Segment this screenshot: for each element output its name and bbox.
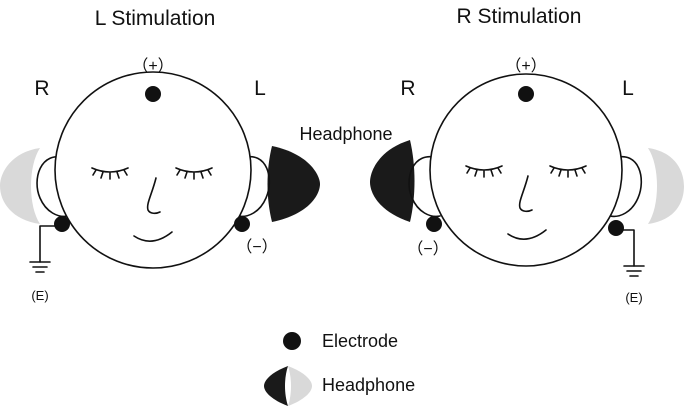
side-label-right: R bbox=[400, 77, 415, 100]
ear-right-icon bbox=[36, 155, 69, 218]
plus-label: （+） bbox=[132, 57, 173, 75]
ground-symbol-icon bbox=[29, 225, 57, 273]
legend-headphone-label: Headphone bbox=[322, 375, 415, 395]
face-icon bbox=[91, 167, 213, 242]
minus-label: （−） bbox=[407, 240, 448, 258]
panel-title: R Stimulation bbox=[457, 5, 582, 28]
headphone-inactive-icon bbox=[648, 148, 684, 224]
headphone-label: Headphone bbox=[299, 124, 392, 144]
panel-r-stimulation: R Stimulation R L （+） （−） (E) bbox=[370, 5, 684, 305]
side-label-right: R bbox=[34, 77, 49, 100]
head-icon bbox=[429, 73, 623, 267]
panel-title: L Stimulation bbox=[95, 7, 216, 30]
minus-label: （−） bbox=[236, 238, 277, 256]
ground-label: (E) bbox=[31, 288, 48, 303]
electrode-negative bbox=[426, 216, 442, 232]
ground-symbol-icon bbox=[621, 229, 645, 277]
legend: Electrode Headphone bbox=[264, 331, 415, 406]
electrode-ground bbox=[608, 220, 624, 236]
electrode-negative bbox=[234, 216, 250, 232]
side-label-left: L bbox=[254, 77, 266, 100]
electrode-positive bbox=[145, 86, 161, 102]
ear-left-icon bbox=[609, 155, 642, 218]
legend-electrode-icon bbox=[283, 332, 301, 350]
plus-label: （+） bbox=[505, 57, 546, 75]
panel-l-stimulation: L Stimulation R L （+） （−） (E) bbox=[0, 7, 320, 303]
electrode-positive bbox=[518, 86, 534, 102]
ear-left-icon bbox=[237, 155, 270, 218]
face-icon bbox=[465, 165, 587, 240]
legend-headphone-icon bbox=[264, 366, 312, 406]
headphone-inactive-icon bbox=[0, 148, 40, 224]
electrode-ground bbox=[54, 216, 70, 232]
ground-label: (E) bbox=[625, 290, 642, 305]
side-label-left: L bbox=[622, 77, 634, 100]
headphone-active-icon bbox=[267, 146, 320, 222]
headphone-active-icon bbox=[370, 140, 415, 222]
legend-electrode-label: Electrode bbox=[322, 331, 398, 351]
head-icon bbox=[54, 71, 252, 269]
ear-right-icon bbox=[408, 155, 441, 218]
